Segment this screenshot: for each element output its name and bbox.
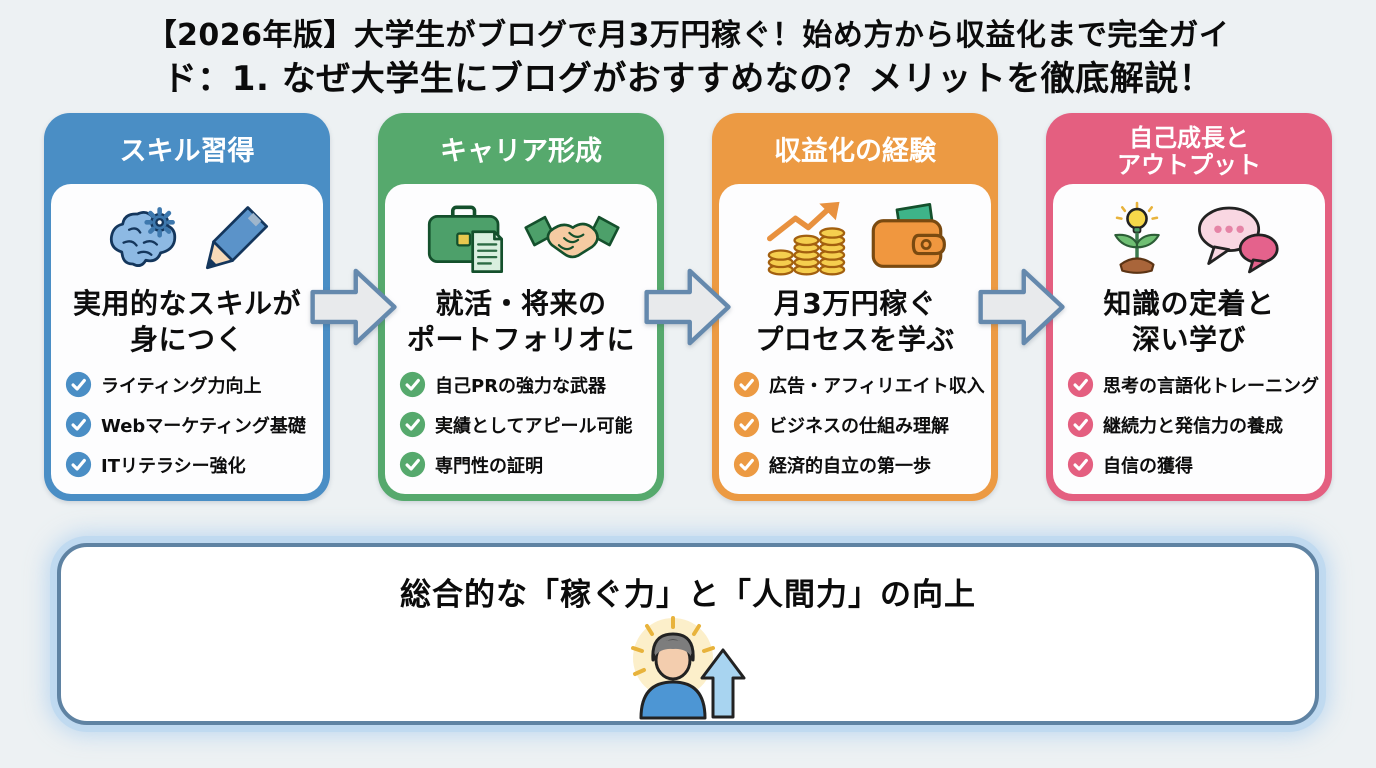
check-item: Webマーケティング基礎 [65,411,315,438]
brain-gear-icon [109,206,177,267]
check-icon [1067,452,1094,478]
card-header: キャリア形成 [385,120,657,184]
card-skill-acquisition: スキル習得 [44,112,330,501]
card-body: 就活・将来の ポートフォリオに 自己PRの強力な武器 実績としてアピール可能 専… [385,183,657,494]
right-arrow-icon [978,268,1065,345]
card-header: 収益化の経験 [719,120,991,184]
handshake-icon [524,215,620,258]
card-header: 自己成長と アウトプット [1053,120,1325,184]
card-self-growth-output: 自己成長と アウトプット [1046,112,1332,501]
check-icon [65,412,92,438]
page-title-line2: ド：1. なぜ大学生にブログがおすすめなの？メリットを徹底解説！ [162,58,1214,99]
card-header-label: 収益化の経験 [774,135,936,167]
check-icon [65,372,92,398]
card-body: 知識の定着と 深い学び 思考の言語化トレーニング 継続力と発信力の養成 自信の獲… [1053,183,1325,494]
coins-growth-icon [767,201,846,276]
right-arrow-icon [310,268,397,345]
check-label: 広告・アフィリエイト収入 [769,375,985,397]
card-header-label: アウトプット [1117,150,1261,179]
check-label: ビジネスの仕組み理解 [769,415,949,437]
card-icons [422,196,620,282]
page-title-line1: 【2026年版】大学生がブログで月3万円稼ぐ！始め方から収益化まで完全ガイ [146,18,1230,53]
check-label: ITリテラシー強化 [101,455,246,477]
card-icons [762,196,948,282]
right-arrow-icon [644,268,731,345]
card-header-label: スキル習得 [119,135,255,167]
card-body: 月3万円稼ぐ プロセスを学ぶ 広告・アフィリエイト収入 ビジネスの仕組み理解 経… [719,183,991,494]
check-label: 思考の言語化トレーニング [1103,375,1319,397]
card-main-text: 実用的なスキルが 身につく [72,286,301,356]
briefcase-icon [427,205,504,273]
check-icon [399,372,426,398]
check-item: 自信の獲得 [1067,451,1317,478]
card-main-text: 月3万円稼ぐ プロセスを学ぶ [755,286,955,356]
check-icon [399,412,426,438]
check-label: 継続力と発信力の養成 [1103,415,1283,437]
check-icon [733,372,760,398]
wallet-icon [871,202,946,268]
card-header: スキル習得 [51,120,323,184]
check-label: ライティング力向上 [101,375,262,397]
plant-bulb-icon [1114,201,1160,274]
check-label: 自信の獲得 [1103,455,1193,477]
check-item: 広告・アフィリエイト収入 [733,371,985,398]
card-checklist: 自己PRの強力な武器 実績としてアピール可能 専門性の証明 [393,371,649,478]
check-item: 実績としてアピール可能 [399,411,649,438]
card-icons [101,196,273,282]
card-career-building: キャリア形成 [378,112,664,501]
check-icon [733,412,760,438]
check-label: 実績としてアピール可能 [435,415,633,437]
check-icon [1067,372,1094,398]
check-item: ライティング力向上 [65,371,315,398]
card-checklist: ライティング力向上 Webマーケティング基礎 ITリテラシー強化 [59,371,315,478]
check-label: 専門性の証明 [435,455,543,477]
card-checklist: 思考の言語化トレーニング 継続力と発信力の養成 自信の獲得 [1061,371,1319,478]
check-icon [1067,412,1094,438]
card-header-label: 自己成長と [1129,123,1249,152]
card-icons [1098,196,1280,282]
card-checklist: 広告・アフィリエイト収入 ビジネスの仕組み理解 経済的自立の第一歩 [727,371,985,478]
benefit-cards-row: スキル習得 [0,112,1376,501]
person-growth-icon [61,615,1315,724]
summary-title: 総合的な「稼ぐ力」と「人間力」の向上 [400,576,976,613]
page-title: 【2026年版】大学生がブログで月3万円稼ぐ！始め方から収益化まで完全ガイ ド：… [0,0,1376,101]
check-item: ビジネスの仕組み理解 [733,411,983,438]
chat-bubbles-icon [1198,206,1279,273]
check-item: 思考の言語化トレーニング [1067,371,1319,398]
flow-arrow [644,113,731,501]
check-item: 経済的自立の第一歩 [733,451,983,478]
card-main-text: 知識の定着と 深い学び [1103,286,1275,356]
card-main-text: 就活・将来の ポートフォリオに [406,286,635,356]
check-icon [399,452,426,478]
check-icon [65,452,92,478]
check-item: ITリテラシー強化 [65,451,315,478]
check-item: 専門性の証明 [399,451,649,478]
check-label: 経済的自立の第一歩 [769,455,931,477]
summary-box: 総合的な「稼ぐ力」と「人間力」の向上 [57,542,1319,725]
flow-arrow [978,113,1065,501]
check-item: 自己PRの強力な武器 [399,371,649,398]
check-icon [733,452,760,478]
flow-arrow [310,113,397,501]
card-body: 実用的なスキルが 身につく ライティング力向上 Webマーケティング基礎 ITリ… [51,183,323,494]
check-label: Webマーケティング基礎 [101,415,306,437]
check-label: 自己PRの強力な武器 [435,375,607,397]
pencil-icon [205,205,269,269]
card-header-label: キャリア形成 [440,135,602,167]
check-item: 継続力と発信力の養成 [1067,411,1317,438]
card-monetization-experience: 収益化の経験 [712,112,998,501]
